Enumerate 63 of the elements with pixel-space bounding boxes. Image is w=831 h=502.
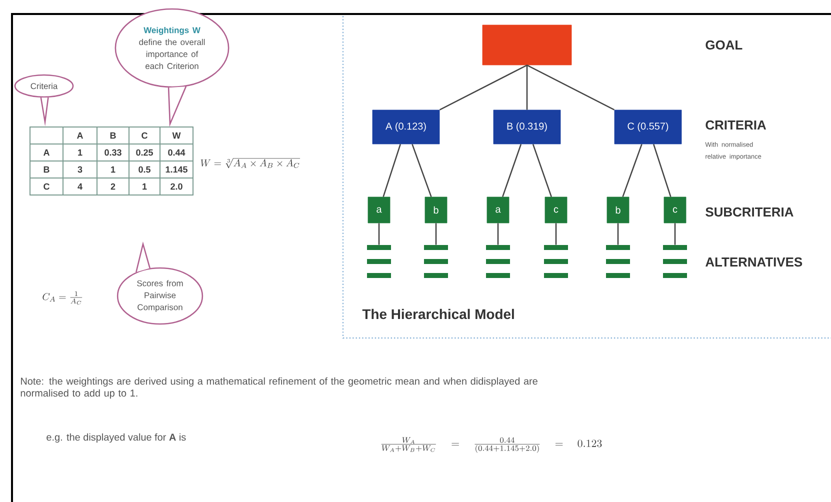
alternatives-bars [486, 245, 510, 278]
table-cell: A [77, 132, 83, 139]
subcriteria-box: b [606, 196, 630, 224]
table-cell: 3 [78, 166, 82, 173]
table-cell: 1 [111, 166, 116, 173]
table-cell: A [44, 149, 50, 156]
subcriteria-box: a [368, 196, 390, 224]
alternatives-bars [424, 245, 448, 278]
connector-line [502, 144, 522, 197]
level-label: ALTERNATIVES [706, 257, 802, 267]
subcriteria-box: a [486, 196, 510, 224]
criteria-box: A (0.123) [372, 110, 440, 144]
subcriteria-box: b [424, 196, 448, 224]
table-cell: 1 [78, 149, 82, 156]
connector-line [439, 64, 528, 110]
note-text: Note: the weightings are derived using a mathematical refinement of the geometric mean and when didisplayed are normalised to add up to 1. [20, 377, 538, 399]
connector-line [555, 223, 557, 245]
connector-line [674, 223, 676, 245]
table-cell: 1.145 [166, 166, 188, 173]
table-cell: 0.33 [104, 149, 122, 156]
connector-line [412, 144, 432, 198]
formula: $W=\sqrt[3]{A_A \times A_B \times A_C}$ [200, 158, 300, 168]
connector-line [526, 65, 528, 110]
table-cell: W [172, 132, 181, 139]
speech-bubble: Weightings W define the overall importance of each Criterion [114, 8, 230, 127]
alternatives-bars [606, 245, 630, 278]
speech-bubble: Scores from Pairwise Comparison [116, 241, 204, 325]
table-cell: 4 [78, 183, 82, 190]
connector-line [378, 223, 380, 245]
goal-box [482, 24, 572, 66]
level-label: SUBCRITERIA [706, 207, 794, 217]
caption: The Hierarchical Model [362, 308, 514, 320]
connector-line [622, 144, 642, 198]
table-cell: 0.25 [136, 149, 153, 156]
table-cell: B [44, 166, 50, 173]
formula: $\frac{W_A}{W_A + W_B + W_C} \quad = \quad \frac{0.44}{(0.44 + 1.145 + 2.0)} \quad = \quad 0.123$ [381, 437, 602, 453]
connector-line [532, 144, 552, 197]
table-cell: 0.5 [138, 166, 150, 173]
connector-line [617, 223, 619, 245]
table-cell: B [110, 132, 116, 139]
formula: $C_A = \frac{1}{A_C}$ [42, 291, 82, 305]
alternatives-bars [367, 245, 391, 278]
level-label: CRITERIA [706, 120, 766, 130]
speech-bubble: Criteria [14, 74, 74, 126]
alternatives-bars [544, 245, 568, 278]
table-cell: 0.44 [168, 149, 186, 156]
subcriteria-box: c [544, 196, 568, 224]
level-label: GOAL [706, 40, 742, 50]
criteria-box: C (0.557) [614, 110, 682, 144]
connector-line [382, 144, 402, 197]
table-cell: 1 [142, 183, 147, 190]
connector-line [652, 144, 672, 197]
connector-line [435, 223, 437, 245]
table-cell: C [142, 132, 148, 139]
table-cell: C [44, 183, 50, 190]
example-text: e.g. the displayed value for A is [46, 433, 186, 443]
connector-line [526, 64, 615, 110]
subcriteria-box: c [664, 196, 686, 224]
criteria-box: B (0.319) [493, 110, 561, 144]
connector-line [497, 223, 499, 245]
table-cell: 2.0 [170, 183, 182, 190]
alternatives-bars [663, 245, 687, 278]
table-cell: 2 [110, 183, 116, 190]
